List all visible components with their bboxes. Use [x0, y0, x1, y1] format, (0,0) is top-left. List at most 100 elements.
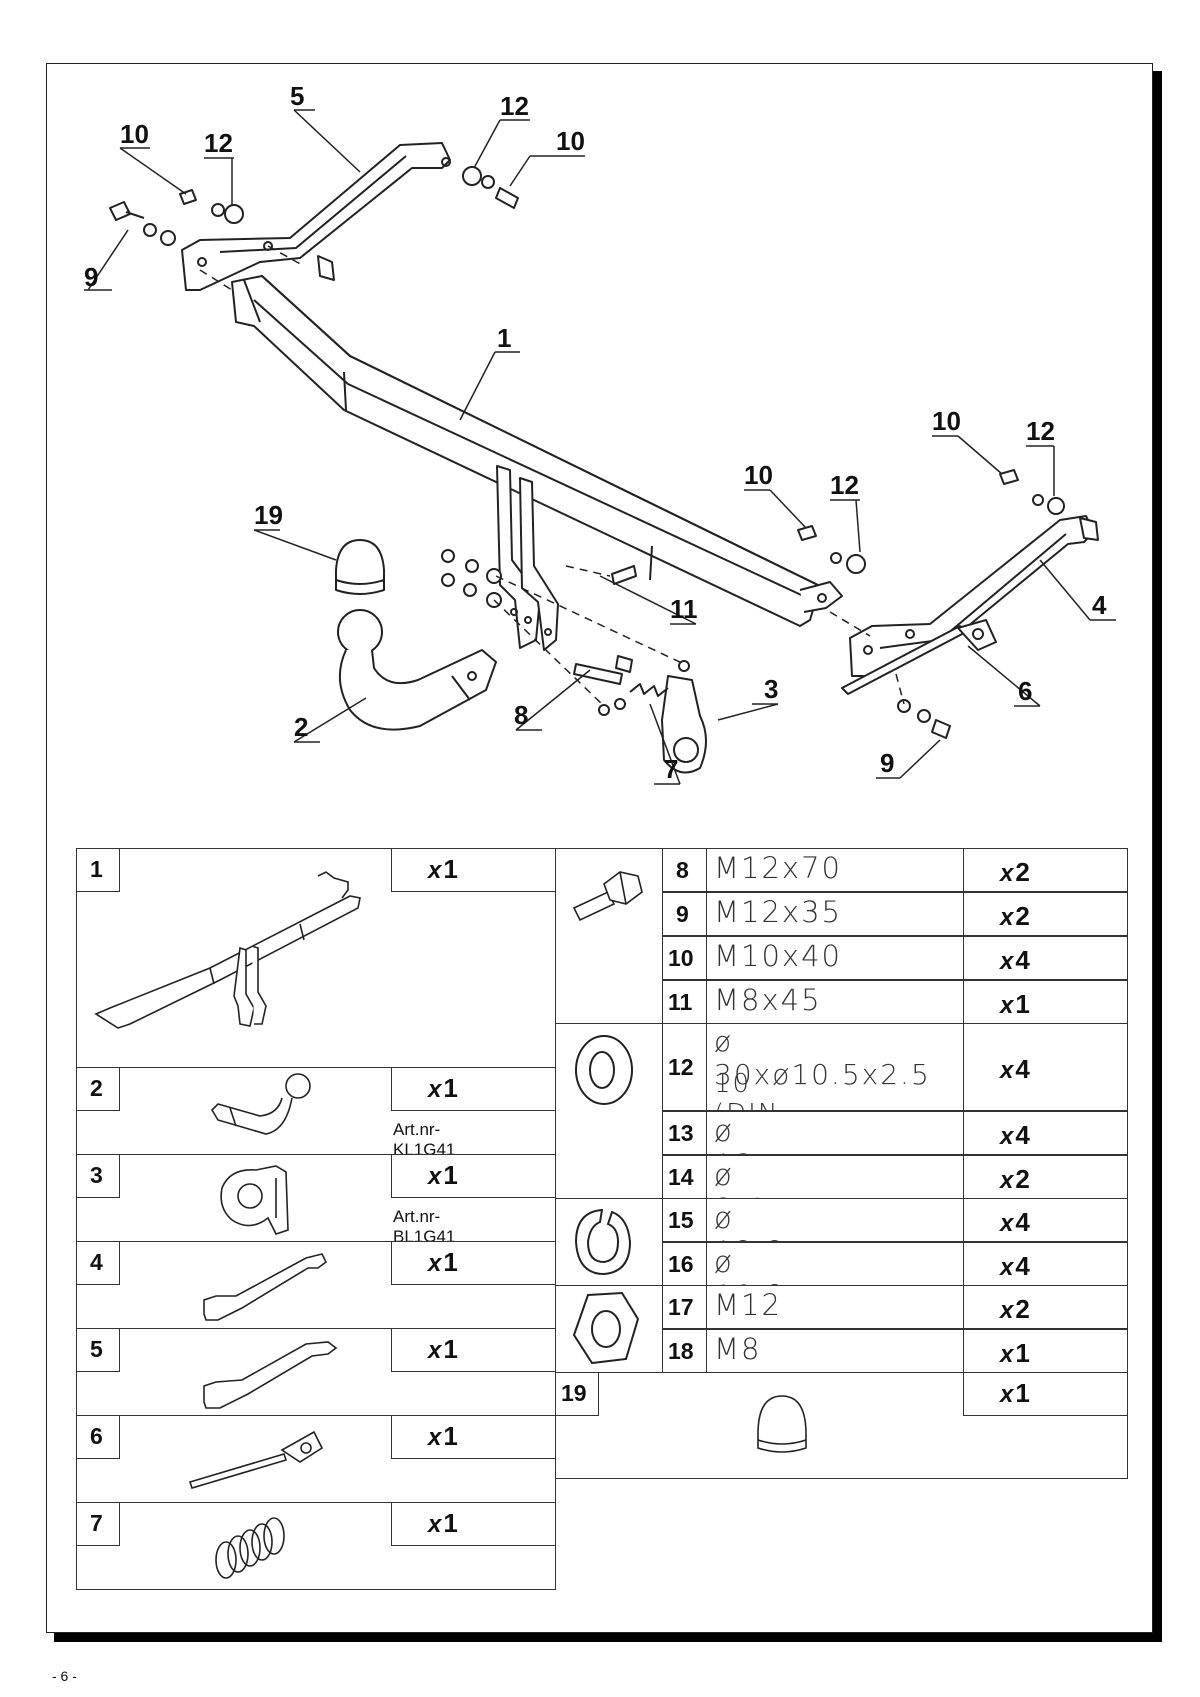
part-number: 12	[668, 1054, 694, 1080]
part-size: M12x35	[714, 895, 842, 929]
callout-3: 3	[764, 674, 778, 704]
size-cell	[706, 980, 964, 1024]
size-cell	[706, 1155, 964, 1199]
part-size: M8x45	[714, 983, 822, 1017]
qty-cell	[963, 1023, 1128, 1111]
side-arm-part-5	[181, 142, 451, 291]
part-quantity: x2	[1000, 1164, 1030, 1194]
side-arm-part-4	[849, 515, 1099, 677]
callout-5: 5	[290, 81, 304, 111]
part-size: M8	[714, 1332, 762, 1366]
part-quantity: x1	[1000, 1338, 1030, 1368]
lock-washer-icon	[574, 1208, 632, 1276]
qty-cell	[963, 1329, 1128, 1373]
callout-10: 10	[744, 460, 773, 490]
callout-10: 10	[120, 119, 149, 149]
part-quantity: x1	[428, 1508, 458, 1538]
part-number: 11	[668, 989, 693, 1015]
part-quantity: x4	[1000, 1207, 1030, 1237]
ball-neck-part-2	[337, 609, 497, 731]
callout-9: 9	[84, 262, 98, 292]
crossbar-thumbnail	[94, 871, 361, 1029]
callout-11: 11	[670, 594, 698, 624]
callout-10: 10	[556, 126, 585, 156]
qty-cell	[963, 936, 1128, 980]
part-number: 4	[90, 1249, 103, 1275]
part-number: 15	[668, 1207, 694, 1233]
part-quantity: x4	[1000, 1120, 1030, 1150]
part-number: 18	[668, 1338, 694, 1364]
part-number: 6	[90, 1423, 103, 1449]
callout-labels: 5 12 10 10 12 9 1 10 12 10 12 19 11 4 3 …	[84, 81, 1107, 784]
part-num-cell	[662, 1242, 707, 1286]
qty-cell	[391, 1067, 556, 1111]
part-size: ø 30xø10.5x2.5	[714, 1025, 931, 1091]
qty-cell	[963, 1198, 1128, 1242]
part-num-cell	[662, 936, 707, 980]
ball-cover-part-19	[335, 539, 385, 595]
part-number: 7	[90, 1510, 103, 1536]
callout-12: 12	[1026, 416, 1055, 446]
size-cell	[706, 1111, 964, 1155]
part-quantity: x1	[428, 854, 458, 884]
part-quantity: x4	[1000, 945, 1030, 975]
callout-12: 12	[204, 128, 233, 158]
side-arm-4-thumbnail	[203, 1253, 328, 1321]
size-cell	[706, 1329, 964, 1373]
part-num-cell	[76, 1241, 120, 1285]
part-quantity: x1	[428, 1160, 458, 1190]
callout-12: 12	[500, 91, 529, 121]
part-size: M10x40	[714, 939, 842, 973]
part-quantity: x1	[1000, 989, 1030, 1019]
part-num-cell	[76, 1154, 120, 1198]
part-quantity: x4	[1000, 1251, 1030, 1281]
callout-4: 4	[1092, 590, 1107, 620]
qty-cell	[391, 1415, 556, 1459]
size-cell	[706, 1023, 964, 1111]
callout-leaders	[84, 109, 1116, 785]
qty-cell	[963, 1372, 1128, 1416]
bolt-image-cell	[555, 848, 663, 1024]
part-number: 3	[90, 1162, 103, 1188]
qty-cell	[963, 1285, 1128, 1329]
qty-cell	[963, 1242, 1128, 1286]
ball-neck-thumbnail	[210, 1073, 311, 1135]
part-number: 14	[668, 1164, 694, 1190]
qty-cell	[963, 1155, 1128, 1199]
part-number: 9	[676, 901, 689, 927]
part-num-cell	[662, 1111, 707, 1155]
part-number: 5	[90, 1336, 103, 1362]
wire-bracket-part-6	[841, 619, 997, 695]
part-quantity: x1	[428, 1334, 458, 1364]
exploded-assembly-diagram: 5 12 10 10 12 9 1 10 12 10 12 19 11 4 3 …	[84, 81, 1116, 785]
frame-shadow-bottom	[54, 1633, 1162, 1642]
part-quantity: x1	[428, 1421, 458, 1451]
part-num-cell	[662, 1198, 707, 1242]
part-number: 10	[668, 945, 694, 971]
socket-plate-thumbnail	[220, 1165, 289, 1235]
part-num-cell	[662, 848, 707, 892]
washer-icon	[575, 1035, 633, 1105]
qty-cell	[391, 1502, 556, 1546]
bolt-icon	[572, 871, 643, 922]
spring-part-7	[629, 683, 669, 697]
part-quantity: x1	[1000, 1378, 1030, 1408]
frame-shadow-right	[1153, 71, 1162, 1642]
size-cell	[706, 1198, 964, 1242]
qty-cell	[963, 980, 1128, 1024]
part-quantity: x4	[1000, 1054, 1030, 1084]
wire-bracket-thumbnail	[188, 1430, 324, 1489]
callout-8: 8	[514, 700, 528, 730]
assembly-guide-lines	[199, 245, 905, 707]
qty-cell	[391, 1241, 556, 1285]
size-cell	[706, 1285, 964, 1329]
part-size: M12	[714, 1288, 782, 1322]
part-number: 13	[668, 1120, 694, 1146]
part-quantity: x1	[428, 1247, 458, 1277]
size-cell	[706, 892, 964, 936]
callout-7: 7	[664, 754, 678, 784]
qty-cell	[963, 848, 1128, 892]
part-quantity: x1	[428, 1073, 458, 1103]
part-num-cell	[76, 1067, 120, 1111]
qty-cell	[963, 1111, 1128, 1155]
